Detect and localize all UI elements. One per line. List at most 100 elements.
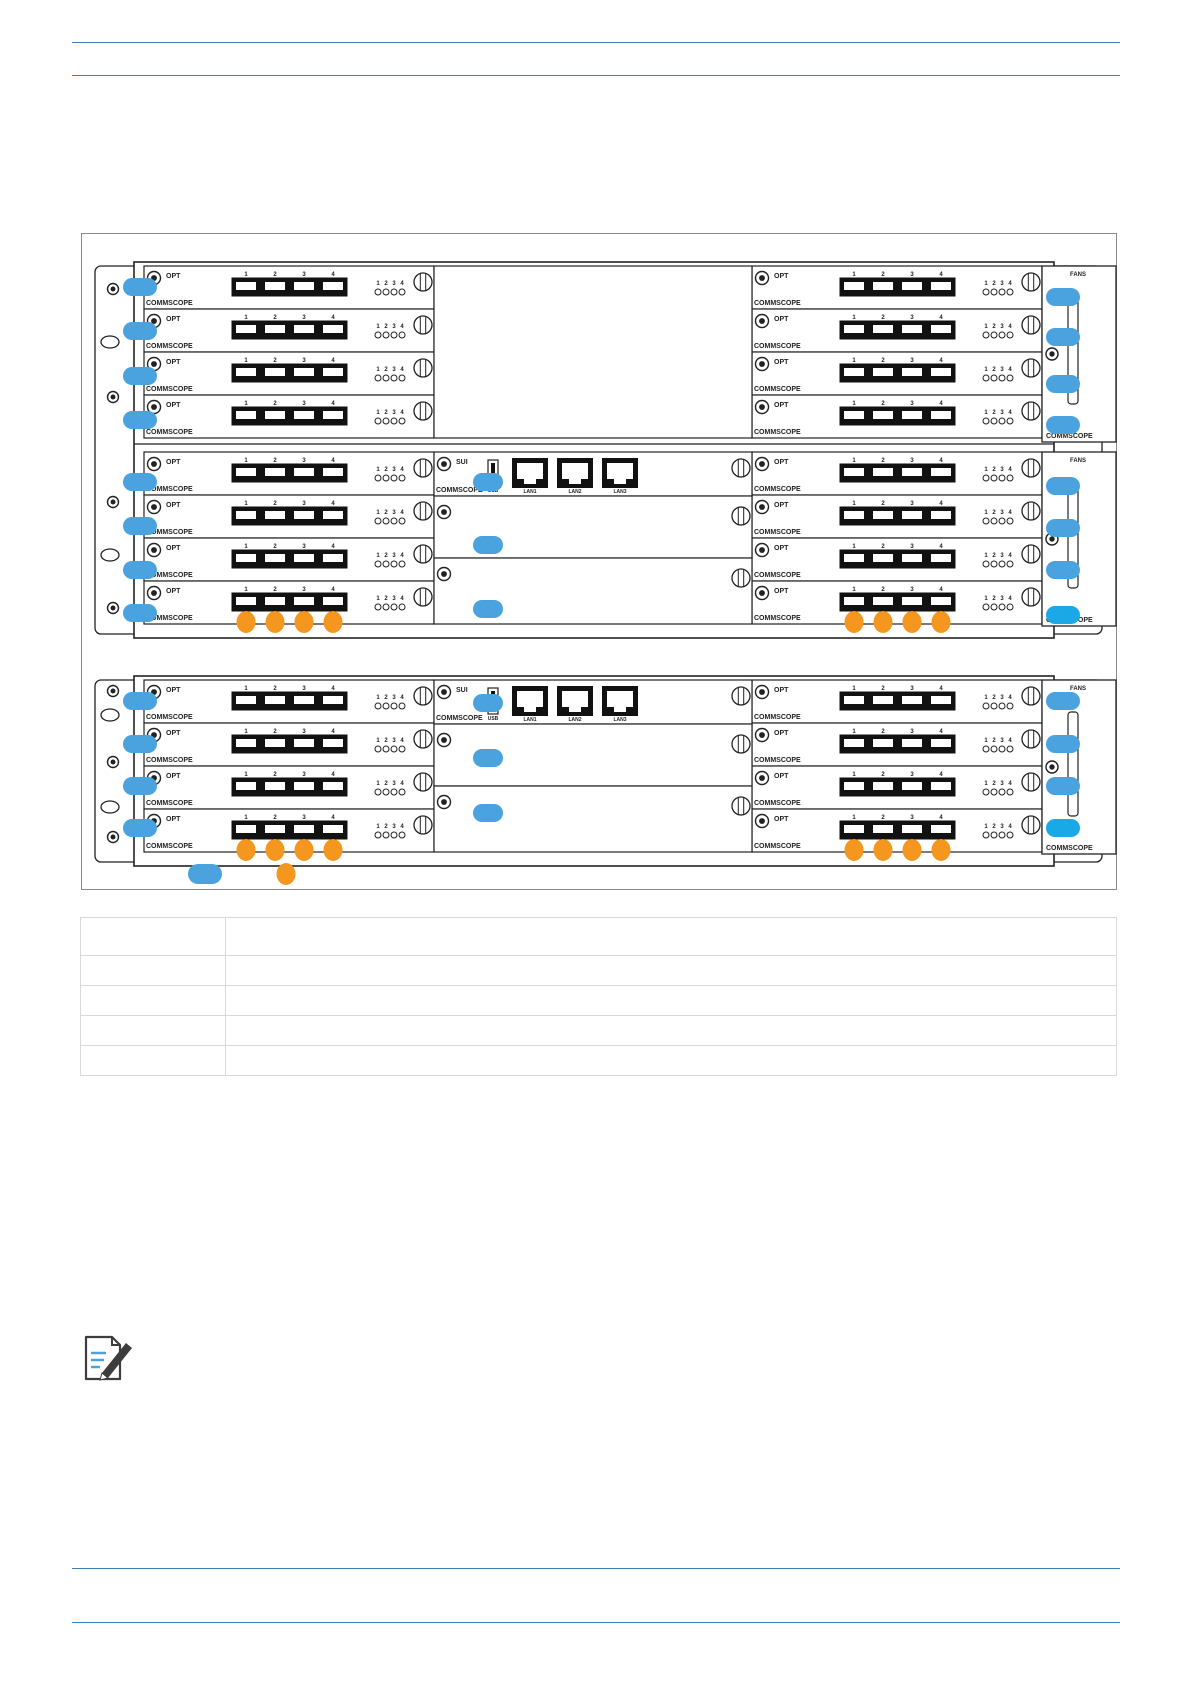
module-callout-marker xyxy=(123,322,157,340)
screw-center xyxy=(110,688,116,694)
led-number: 1 xyxy=(376,824,380,830)
card-label: OPT xyxy=(774,273,789,280)
card-label: OPT xyxy=(166,816,181,823)
port-number: 2 xyxy=(273,587,277,593)
screw-center xyxy=(441,799,447,805)
screw-center xyxy=(759,404,765,410)
led-number: 2 xyxy=(384,367,388,373)
opt-card xyxy=(751,308,1043,353)
status-led xyxy=(390,417,398,425)
led-number: 4 xyxy=(400,467,404,473)
fan-handle xyxy=(1067,711,1079,817)
thumbscrew xyxy=(413,544,433,564)
port-number: 1 xyxy=(852,315,856,321)
status-led xyxy=(374,517,382,525)
sfp-port-opening xyxy=(844,368,864,376)
port-number: 1 xyxy=(852,772,856,778)
thumbscrew xyxy=(1021,587,1041,607)
led-number: 3 xyxy=(392,281,396,287)
lan-port-latch xyxy=(524,479,536,484)
sfp-port-opening xyxy=(844,696,864,704)
led-number: 3 xyxy=(1000,467,1004,473)
screw-center xyxy=(759,732,765,738)
sfp-port-opening xyxy=(844,468,864,476)
thumbscrew xyxy=(413,401,433,421)
led-number: 2 xyxy=(992,781,996,787)
lan-port-opening xyxy=(517,691,543,707)
sfp-port-opening xyxy=(902,368,922,376)
thumbscrew xyxy=(1021,772,1041,792)
status-led xyxy=(382,331,390,339)
sfp-port-opening xyxy=(323,411,343,419)
led-number: 4 xyxy=(1008,324,1012,330)
status-led xyxy=(374,745,382,753)
status-led xyxy=(374,374,382,382)
thumbscrew xyxy=(1021,401,1041,421)
screw-center xyxy=(110,605,116,611)
led-number: 3 xyxy=(392,553,396,559)
led-number: 4 xyxy=(1008,410,1012,416)
status-led xyxy=(1006,474,1014,482)
status-led xyxy=(374,831,382,839)
sfp-port-opening xyxy=(265,696,285,704)
screw-center xyxy=(759,361,765,367)
screw-center xyxy=(151,404,157,410)
led-number: 4 xyxy=(400,596,404,602)
port-number: 2 xyxy=(273,315,277,321)
port-number: 2 xyxy=(273,458,277,464)
led-number: 1 xyxy=(376,324,380,330)
led-number: 4 xyxy=(400,510,404,516)
sfp-port-opening xyxy=(294,696,314,704)
led-number: 2 xyxy=(384,738,388,744)
port-number: 2 xyxy=(881,458,885,464)
module-callout-marker xyxy=(473,536,503,554)
led-number: 4 xyxy=(400,281,404,287)
status-led xyxy=(998,603,1006,611)
port-callout-marker xyxy=(931,839,951,861)
lan-label: LAN1 xyxy=(523,717,536,723)
card-brand: COMMSCOPE xyxy=(146,343,193,350)
thumbscrew xyxy=(413,772,433,792)
card-label: OPT xyxy=(774,502,789,509)
port-number: 2 xyxy=(881,315,885,321)
module-callout-marker xyxy=(473,749,503,767)
led-number: 2 xyxy=(992,553,996,559)
status-led xyxy=(982,560,990,568)
sfp-port-opening xyxy=(236,739,256,747)
module-callout-marker xyxy=(1046,477,1080,495)
card-brand: COMMSCOPE xyxy=(146,572,193,579)
table-row xyxy=(80,1015,1117,1046)
port-number: 1 xyxy=(244,815,248,821)
led-number: 4 xyxy=(1008,553,1012,559)
led-number: 3 xyxy=(1000,781,1004,787)
card-brand: COMMSCOPE xyxy=(754,615,801,622)
thumbscrew xyxy=(1021,501,1041,521)
port-number: 2 xyxy=(881,815,885,821)
card-label: OPT xyxy=(774,359,789,366)
status-led xyxy=(374,474,382,482)
sfp-port-opening xyxy=(294,739,314,747)
led-number: 1 xyxy=(376,281,380,287)
led-number: 1 xyxy=(376,596,380,602)
status-led xyxy=(998,831,1006,839)
port-number: 1 xyxy=(244,501,248,507)
port-number: 1 xyxy=(852,729,856,735)
port-number: 4 xyxy=(939,272,943,278)
thumbscrew xyxy=(731,506,751,526)
status-led xyxy=(398,517,406,525)
led-number: 3 xyxy=(392,367,396,373)
led-number: 1 xyxy=(984,738,988,744)
status-led xyxy=(398,288,406,296)
status-led xyxy=(398,702,406,710)
port-number: 1 xyxy=(244,587,248,593)
module-callout-marker xyxy=(473,473,503,491)
led-number: 4 xyxy=(400,781,404,787)
module-callout-marker xyxy=(123,517,157,535)
led-number: 1 xyxy=(376,553,380,559)
port-number: 4 xyxy=(939,587,943,593)
sfp-port-opening xyxy=(294,411,314,419)
status-led xyxy=(982,474,990,482)
port-number: 4 xyxy=(939,544,943,550)
sfp-port-opening xyxy=(265,282,285,290)
sfp-port-opening xyxy=(265,782,285,790)
